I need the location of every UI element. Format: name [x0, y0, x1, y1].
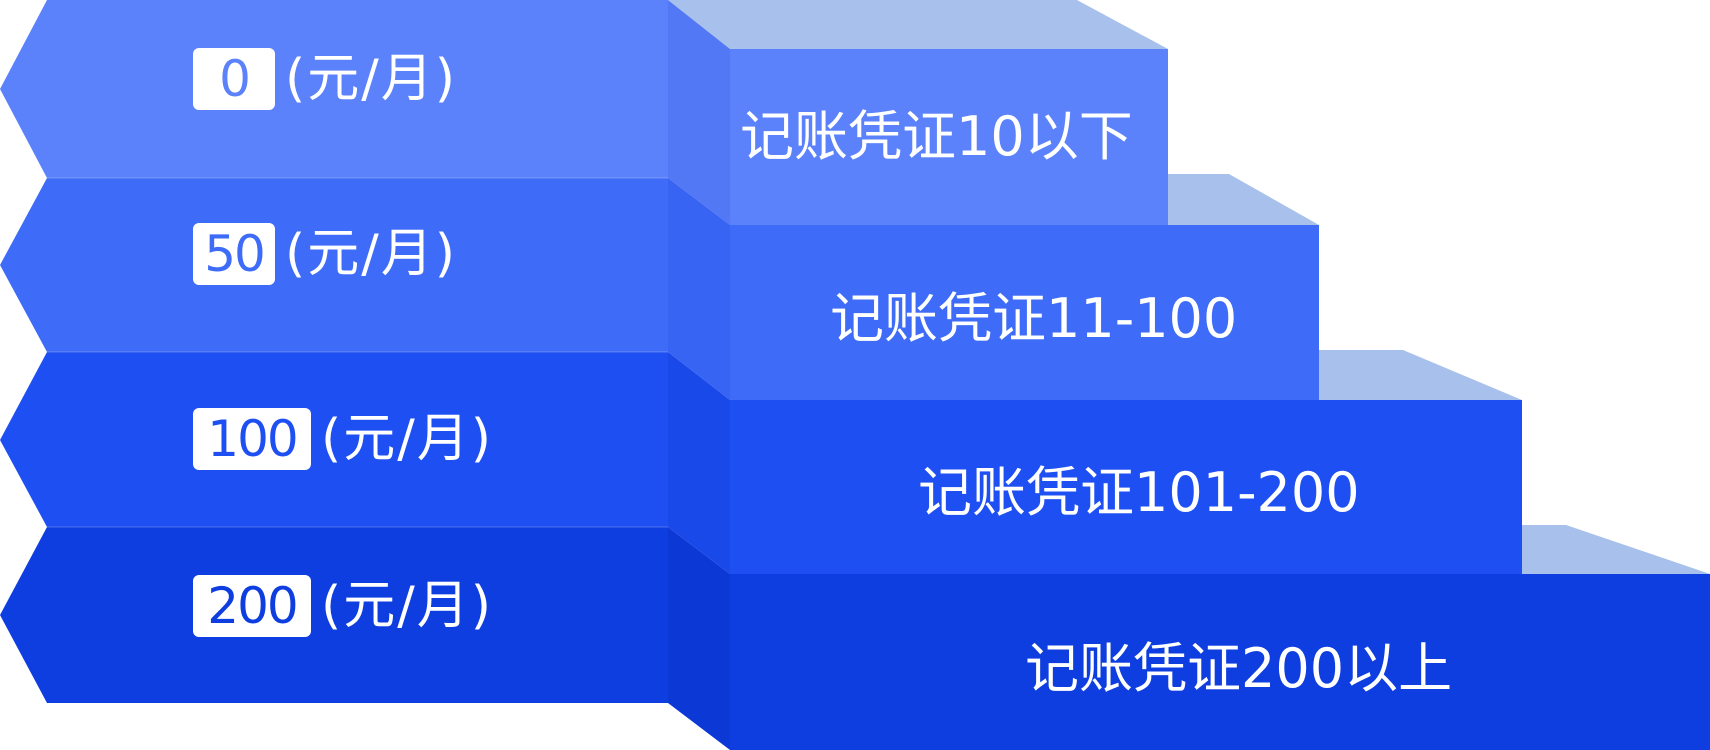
- tier-1-front-face: [730, 49, 1168, 225]
- price-unit: (元/月): [321, 576, 494, 636]
- tier-3-price: 100 (元/月): [193, 408, 493, 470]
- tier-1-range: 记账凭证10以下: [740, 105, 1133, 168]
- tier-2-side-face: [668, 178, 730, 400]
- tier-2-front-face: [730, 225, 1319, 400]
- tier-3-top-face: [1319, 350, 1522, 400]
- tier-3-front-face: [730, 400, 1522, 574]
- tier-2-range: 记账凭证11-100: [830, 287, 1238, 350]
- tier-4-front-face: [730, 574, 1710, 750]
- tier-3-arrow-band: [0, 352, 668, 527]
- tier-3-range: 记账凭证101-200: [918, 461, 1360, 524]
- tier-1-arrow-band: [0, 0, 668, 178]
- price-value: 200: [193, 575, 311, 637]
- price-unit: (元/月): [285, 224, 458, 284]
- tier-4-arrow-band: [0, 527, 668, 703]
- tier-4-side-face: [668, 527, 730, 750]
- tier-1-side-face: [668, 0, 730, 225]
- tier-3-side-face: [668, 352, 730, 574]
- price-value: 0: [193, 48, 275, 110]
- price-unit: (元/月): [285, 49, 458, 109]
- tier-2-arrow-band: [0, 178, 668, 352]
- tier-4-top-face: [1522, 525, 1710, 574]
- price-value: 50: [193, 223, 275, 285]
- tier-1-top-face: [668, 0, 1168, 49]
- tier-4-price: 200 (元/月): [193, 575, 493, 637]
- tier-2-top-face: [1168, 174, 1319, 225]
- tier-4-range: 记账凭证200以上: [1025, 637, 1453, 700]
- price-value: 100: [193, 408, 311, 470]
- price-unit: (元/月): [321, 409, 494, 469]
- tier-2-price: 50 (元/月): [193, 223, 457, 285]
- tier-1-price: 0 (元/月): [193, 48, 457, 110]
